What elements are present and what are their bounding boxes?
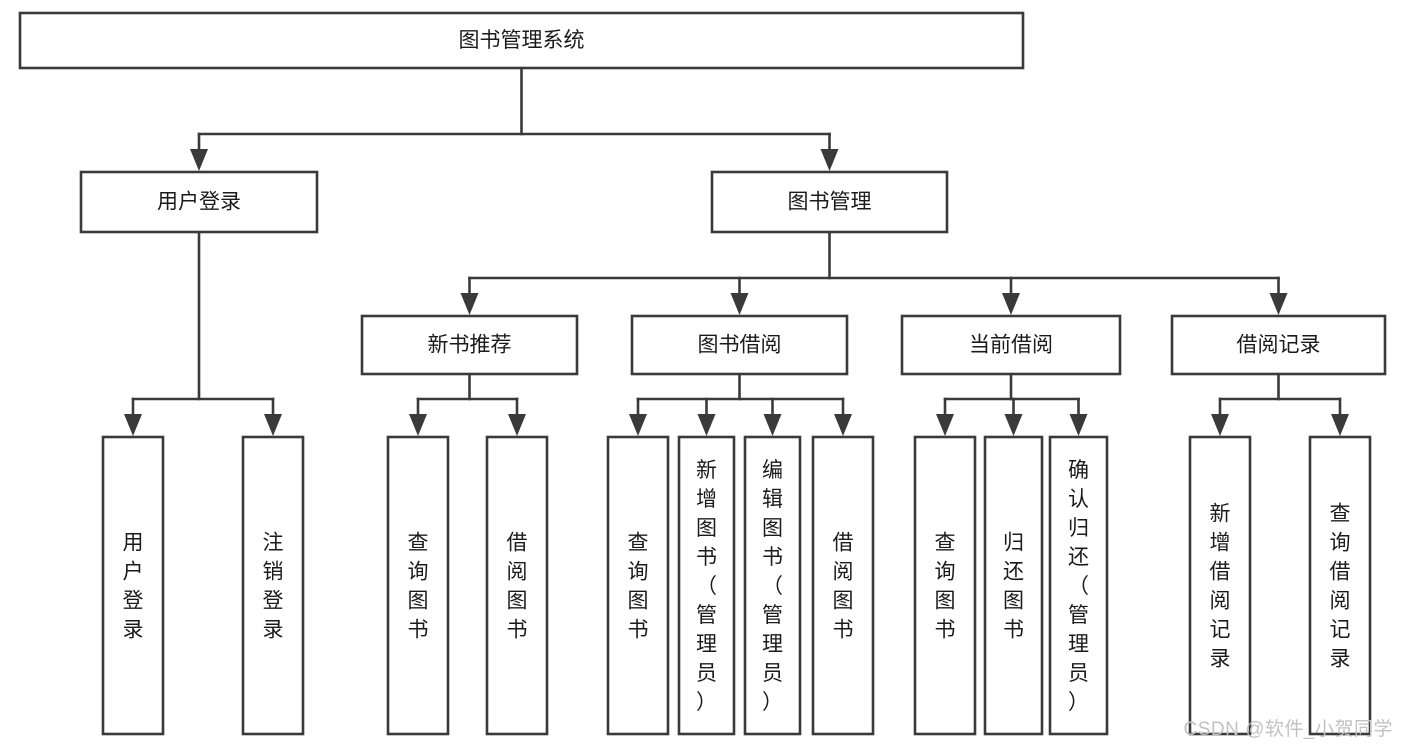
arrow-head-icon (629, 414, 647, 436)
node-label: 查询借阅记录 (1330, 503, 1351, 671)
node-box[interactable] (913, 435, 977, 736)
node-box[interactable] (811, 435, 875, 736)
arrow-head-icon (124, 414, 142, 436)
node-box[interactable] (1170, 314, 1387, 376)
node-leaf-confirm-return[interactable]: 确认归还（管理员） (1048, 435, 1109, 736)
node-label: 用户登录 (157, 191, 241, 214)
node-leaf-return-book[interactable]: 归还图书 (983, 435, 1044, 736)
node-box[interactable] (1048, 435, 1109, 736)
node-label: 借阅图书 (833, 532, 854, 642)
arrow-head-icon (1069, 414, 1088, 436)
node-label: 查询图书 (628, 532, 649, 642)
arrow-head-icon (460, 293, 479, 315)
node-box[interactable] (18, 11, 1025, 70)
arrow-head-icon (409, 414, 427, 436)
node-label: 图书借阅 (698, 334, 782, 357)
node-box[interactable] (1188, 435, 1252, 736)
node-borrow-record[interactable]: 借阅记录 (1170, 314, 1387, 376)
arrow-head-icon (1269, 293, 1288, 315)
connector-layer (124, 66, 1349, 436)
node-box[interactable] (360, 314, 579, 376)
node-label: 确认归还（管理员） (1068, 459, 1089, 714)
arrow-head-icon (697, 414, 716, 436)
arrow-head-icon (1211, 414, 1229, 436)
node-box[interactable] (101, 435, 165, 736)
node-leaf-query-book-rec[interactable]: 查询图书 (386, 435, 450, 736)
node-leaf-query-book-cur[interactable]: 查询图书 (913, 435, 977, 736)
arrow-head-icon (1004, 414, 1023, 436)
node-box[interactable] (79, 170, 319, 234)
arrow-head-icon (508, 414, 526, 436)
node-leaf-user-login[interactable]: 用户登录 (101, 435, 165, 736)
node-leaf-add-book[interactable]: 新增图书（管理员） (677, 435, 736, 736)
node-label: 用户登录 (123, 532, 144, 642)
node-label: 图书管理系统 (459, 29, 585, 52)
arrow-head-icon (763, 414, 782, 436)
node-box[interactable] (677, 435, 736, 736)
node-box[interactable] (900, 314, 1122, 376)
node-label: 编辑图书（管理员） (762, 459, 783, 714)
node-current-borrow[interactable]: 当前借阅 (900, 314, 1122, 376)
arrow-head-icon (190, 149, 208, 171)
node-user-login[interactable]: 用户登录 (79, 170, 319, 234)
node-box[interactable] (1308, 435, 1372, 736)
node-label: 新增借阅记录 (1210, 503, 1231, 671)
node-new-book-recommend[interactable]: 新书推荐 (360, 314, 579, 376)
node-label: 借阅图书 (507, 532, 528, 642)
node-box[interactable] (710, 170, 949, 234)
node-box[interactable] (386, 435, 450, 736)
node-box[interactable] (485, 435, 549, 736)
arrow-head-icon (730, 293, 749, 315)
node-label: 图书管理 (788, 191, 872, 214)
node-label: 归还图书 (1003, 532, 1024, 642)
arrow-head-icon (834, 414, 852, 436)
node-box[interactable] (241, 435, 305, 736)
node-leaf-logout-login[interactable]: 注销登录 (241, 435, 305, 736)
node-box[interactable] (606, 435, 670, 736)
arrow-head-icon (936, 414, 954, 436)
node-label: 注销登录 (263, 532, 284, 642)
node-layer: 图书管理系统用户登录图书管理新书推荐图书借阅当前借阅借阅记录用户登录注销登录查询… (18, 11, 1387, 736)
node-leaf-edit-book[interactable]: 编辑图书（管理员） (743, 435, 802, 736)
node-leaf-borrow-book[interactable]: 借阅图书 (811, 435, 875, 736)
node-label: 新增图书（管理员） (696, 459, 717, 714)
node-label: 查询图书 (935, 532, 956, 642)
node-label: 当前借阅 (969, 334, 1053, 357)
arrow-head-icon (820, 149, 839, 171)
node-label: 新书推荐 (428, 334, 512, 357)
node-box[interactable] (630, 314, 849, 376)
node-root[interactable]: 图书管理系统 (18, 11, 1025, 70)
node-book-manage[interactable]: 图书管理 (710, 170, 949, 234)
node-leaf-query-borrow-record[interactable]: 查询借阅记录 (1308, 435, 1372, 736)
node-leaf-add-borrow-record[interactable]: 新增借阅记录 (1188, 435, 1252, 736)
arrow-head-icon (1331, 414, 1349, 436)
node-label: 借阅记录 (1237, 334, 1321, 357)
arrow-head-icon (264, 414, 282, 436)
node-box[interactable] (983, 435, 1044, 736)
node-box[interactable] (743, 435, 802, 736)
node-leaf-query-book-borrow[interactable]: 查询图书 (606, 435, 670, 736)
arrow-head-icon (1002, 293, 1020, 315)
node-book-borrow[interactable]: 图书借阅 (630, 314, 849, 376)
node-leaf-borrow-book-rec[interactable]: 借阅图书 (485, 435, 549, 736)
node-label: 查询图书 (408, 532, 429, 642)
